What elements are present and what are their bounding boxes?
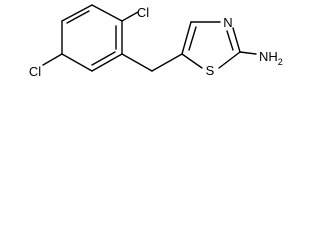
bond-benzene-double-1	[66, 10, 90, 24]
bond-ch2-to-thiazole	[151, 53, 183, 72]
bond-c2-to-nh2	[239, 51, 257, 55]
bond-benzene-c1-c2	[91, 4, 123, 22]
bond-thiazole-double-n3-c2	[226, 30, 234, 51]
atom-label-s-ring: S	[206, 63, 215, 78]
bond-thiazole-s1-c5	[181, 53, 203, 69]
atom-label-nh: NH	[259, 49, 278, 64]
atom-label-nh2: NH2	[259, 49, 283, 67]
bond-c4-cl-left	[42, 53, 63, 66]
atom-label-n-ring: N	[223, 15, 232, 30]
atom-label-nh2-subscript: 2	[278, 57, 283, 67]
atom-label-cl-top: Cl	[137, 5, 149, 20]
chemical-structure-diagram: Cl Cl N S NH2	[29, 4, 283, 79]
bond-thiazole-double-c4-c5	[188, 26, 197, 51]
bond-c1-cl-top	[121, 11, 139, 22]
bond-thiazole-c2-s1	[218, 51, 241, 69]
bond-benzene-to-ch2	[121, 53, 153, 72]
bond-thiazole-n3-c2	[232, 27, 241, 53]
bond-benzene-c4-c5	[61, 53, 93, 72]
bond-benzene-c5-c6	[91, 53, 123, 72]
benzene-ring	[61, 4, 123, 72]
bond-thiazole-c5-c4	[181, 21, 192, 55]
bond-benzene-c2-c3	[61, 4, 93, 22]
bond-benzene-double-2	[91, 51, 116, 66]
thiazole-ring	[181, 21, 241, 69]
atom-label-cl-left: Cl	[29, 64, 41, 79]
